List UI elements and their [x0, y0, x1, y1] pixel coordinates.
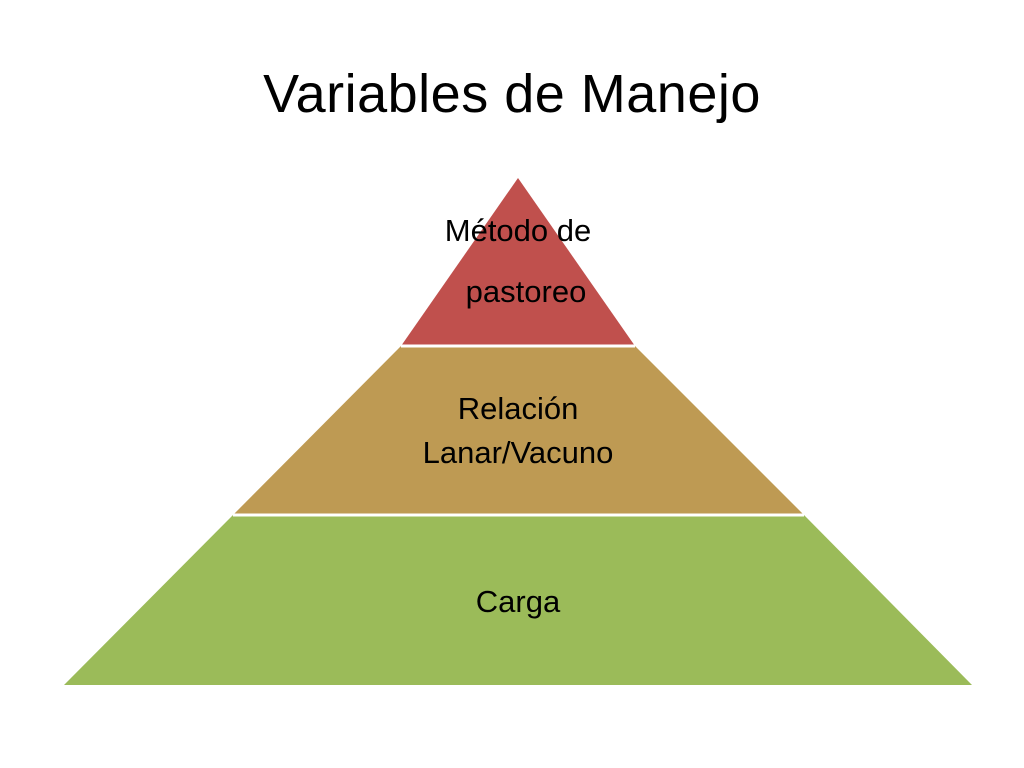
pyramid-tier-bottom [64, 515, 972, 685]
tier-top-label-line-2: pastoreo [466, 274, 587, 309]
pyramid-tier-middle [233, 346, 804, 515]
pyramid-tier-top [401, 178, 635, 346]
tier-top-label-line-1: Método de [445, 213, 592, 248]
tier-middle-label-line-1: Relación [458, 391, 579, 426]
tier-middle-label-line-2: Lanar/Vacuno [423, 435, 614, 470]
slide-title: Variables de Manejo [263, 64, 761, 124]
tier-bottom-label: Carga [476, 584, 561, 619]
